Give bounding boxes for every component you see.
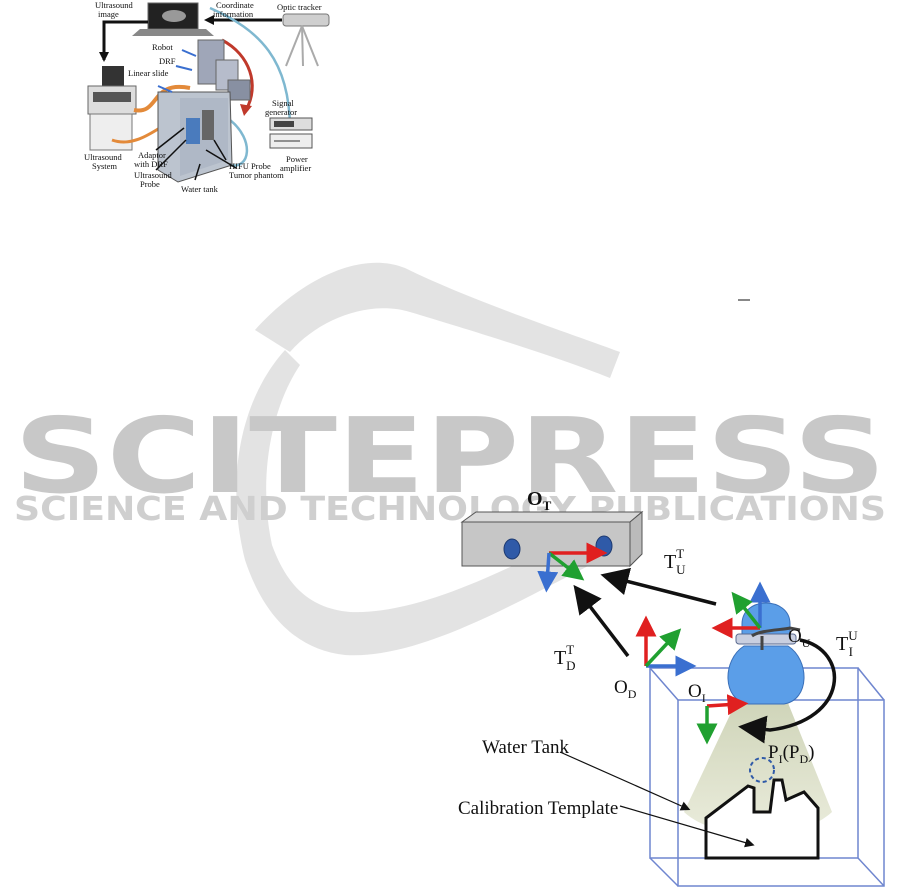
calibration-template xyxy=(704,778,820,860)
ultrasound-system-icon xyxy=(87,66,137,151)
label-linear-slide: Linear slide xyxy=(128,68,169,78)
water-tank-pointer xyxy=(559,751,691,811)
book-logo-icon xyxy=(236,262,620,656)
label-ultrasound-probe: Ultrasound Probe xyxy=(134,170,174,189)
label-p-i-p-d: PI(PD) xyxy=(768,742,814,766)
transform-arrow-t-u-t xyxy=(600,567,717,606)
label-robot: Robot xyxy=(152,42,173,52)
label-o-d: OD xyxy=(614,677,637,701)
ultrasound-probe xyxy=(727,602,805,705)
tracker-z-axis xyxy=(537,552,559,593)
label-o-u: OU xyxy=(788,626,811,650)
tracker-y-axis xyxy=(547,551,585,581)
label-ultrasound-system: Ultrasound System xyxy=(84,152,124,171)
label-tumor-phantom: Tumor phantom xyxy=(229,170,284,180)
label-signal-generator: Signal generator xyxy=(265,98,297,117)
signal-generator-icon xyxy=(269,117,313,131)
label-ultrasound-image: Ultrasound image xyxy=(95,0,135,19)
target-point-circle xyxy=(749,757,775,783)
label-coordinate-information: Coordinate information xyxy=(213,0,256,19)
optic-tracker-box xyxy=(460,510,644,568)
transform-arrow-t-d-t xyxy=(573,584,630,658)
image-x-axis xyxy=(706,694,749,716)
power-amplifier-icon xyxy=(269,133,313,149)
drf-y-axis xyxy=(644,628,682,668)
label-drf: DRF xyxy=(159,56,176,66)
robot-icon xyxy=(197,39,251,101)
watermark-tagline: SCIENCE AND TECHNOLOGY PUBLICATIONS xyxy=(14,489,886,528)
label-water-tank-photo: Water tank xyxy=(181,184,219,194)
label-power-amplifier: Power amplifier xyxy=(280,154,311,173)
label-optic-tracker: Optic tracker xyxy=(277,2,322,12)
label-water-tank: Water Tank xyxy=(482,737,570,758)
optic-tracker-icon xyxy=(282,13,330,67)
probe-y-axis xyxy=(731,591,762,630)
label-adaptor-with-drf: Adaptor with DRF xyxy=(134,150,168,169)
transform-arrow-t-i-u xyxy=(738,638,837,744)
label-o-i: OI xyxy=(688,681,706,705)
laptop-icon xyxy=(132,2,214,36)
label-o-t: OT xyxy=(527,488,552,513)
watermark-brand: SCITEPRESS xyxy=(14,395,886,517)
template-pointer xyxy=(619,805,755,848)
label-calibration-template: Calibration Template xyxy=(458,798,618,819)
label-hifu-probe: HIFU Probe xyxy=(229,161,271,171)
